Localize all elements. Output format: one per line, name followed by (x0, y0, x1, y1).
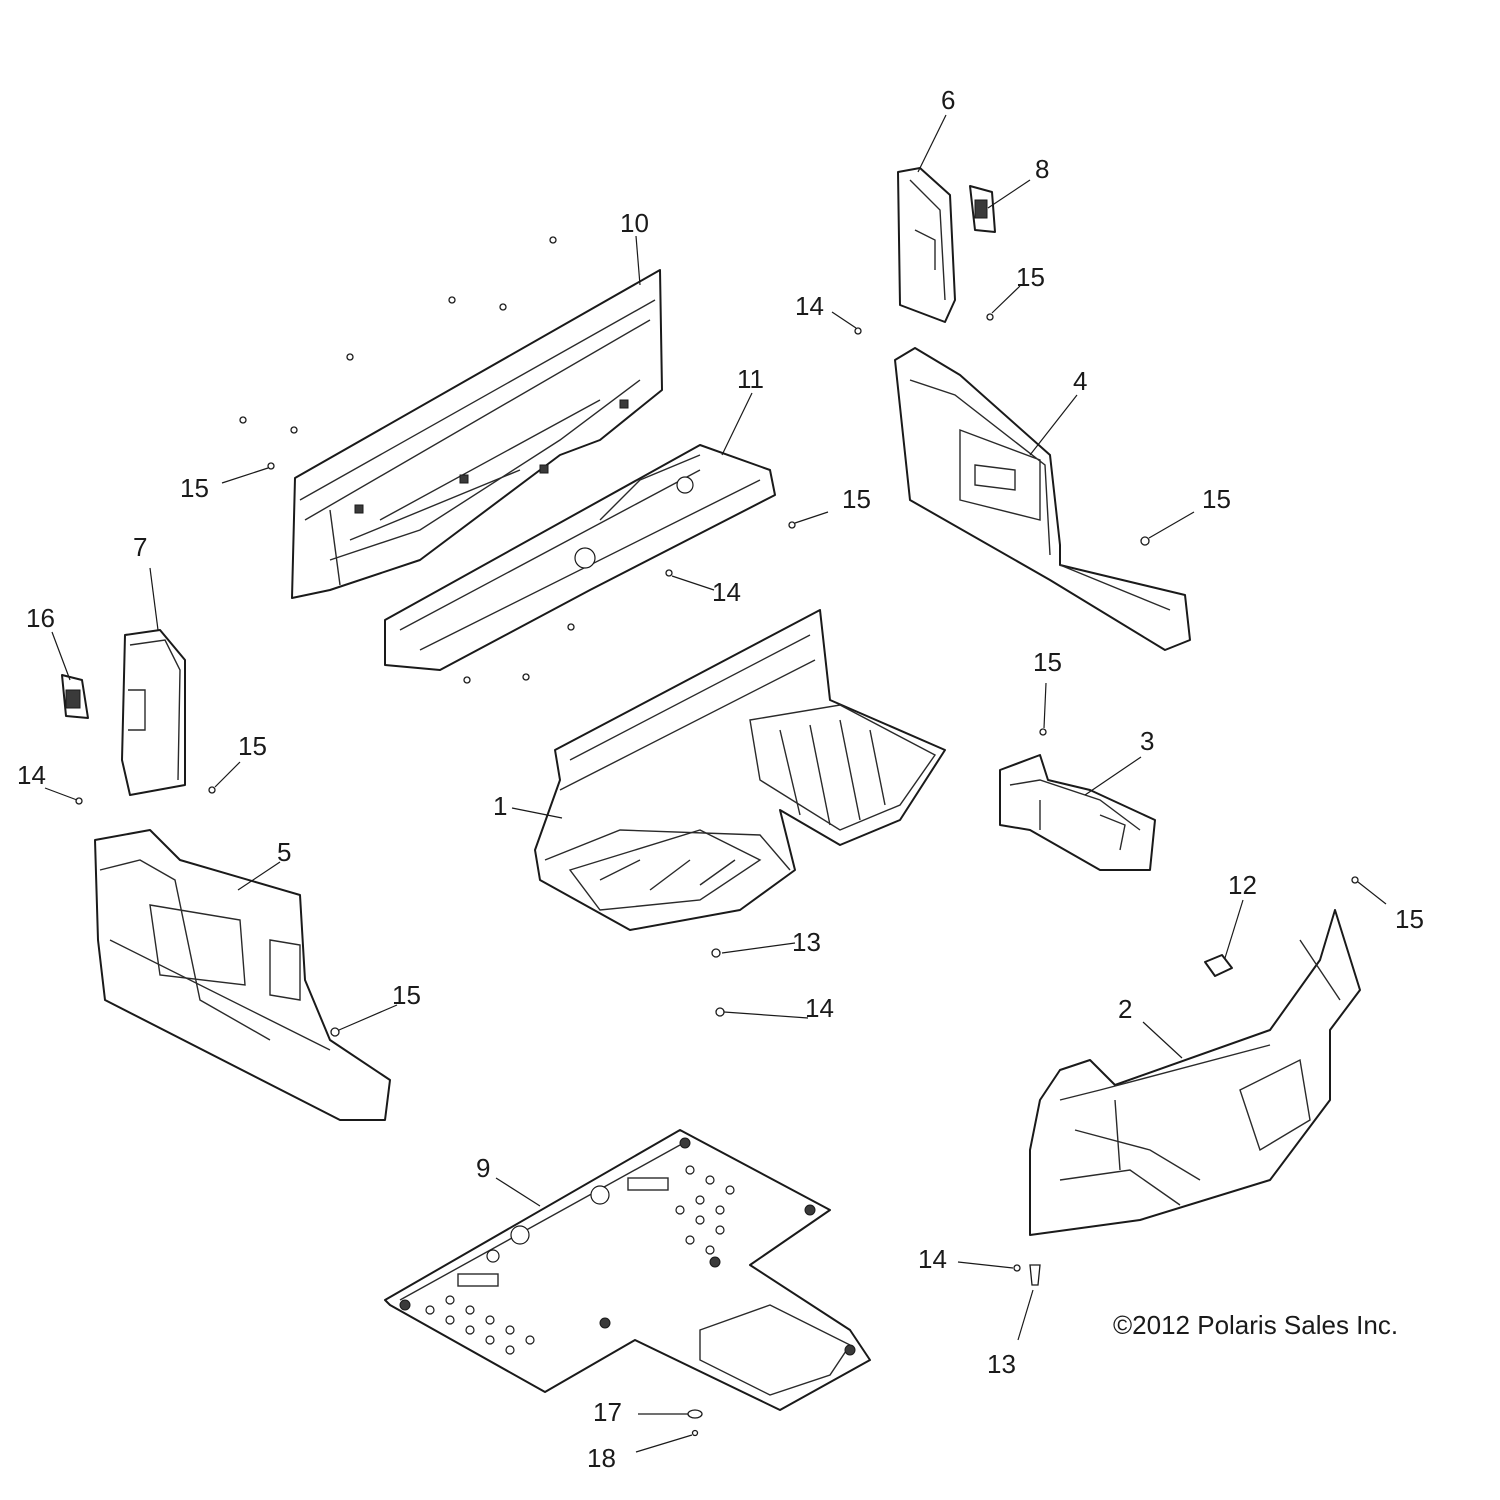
callout-12: 12 (1228, 870, 1257, 900)
callout-15: 15 (180, 473, 209, 503)
callout-7: 7 (133, 532, 147, 562)
part-5-left-side-panel (94, 829, 391, 1121)
callout-13: 13 (987, 1349, 1016, 1379)
part-16-bracket (61, 674, 89, 719)
callout-18: 18 (587, 1443, 616, 1473)
callout-15: 15 (1033, 647, 1062, 677)
callout-8: 8 (1035, 154, 1049, 184)
callout-16: 16 (26, 603, 55, 633)
part-1-seat-base (534, 609, 946, 931)
part-7-pillar-trim (121, 629, 186, 796)
part-4-right-side-panel (894, 347, 1191, 651)
callout-10: 10 (620, 208, 649, 238)
callout-15: 15 (238, 731, 267, 761)
fasteners (75, 236, 1359, 1437)
callout-15: 15 (1395, 904, 1424, 934)
part-11-cross-member (384, 444, 776, 671)
part-10-rear-panel (291, 269, 663, 599)
part-9-floor-plate (384, 1129, 871, 1411)
leader-lines (44, 114, 1387, 1453)
part-8-bracket (969, 185, 996, 233)
part-3-floor-support (999, 754, 1156, 871)
callout-14: 14 (918, 1244, 947, 1274)
callout-14: 14 (805, 993, 834, 1023)
callout-labels: 6 8 10 15 14 11 4 15 15 15 14 7 16 15 15… (17, 85, 1424, 1473)
part-12-clip (1204, 954, 1233, 977)
callout-15: 15 (842, 484, 871, 514)
callout-14: 14 (795, 291, 824, 321)
callout-15: 15 (392, 980, 421, 1010)
callout-2: 2 (1118, 994, 1132, 1024)
callout-14: 14 (17, 760, 46, 790)
callout-3: 3 (1140, 726, 1154, 756)
callout-14: 14 (712, 577, 741, 607)
part-2-firewall (1029, 909, 1361, 1236)
callout-15: 15 (1016, 262, 1045, 292)
callout-1: 1 (493, 791, 507, 821)
callout-9: 9 (476, 1153, 490, 1183)
callout-13: 13 (792, 927, 821, 957)
callout-11: 11 (737, 364, 764, 394)
callout-5: 5 (277, 837, 291, 867)
callout-4: 4 (1073, 366, 1087, 396)
callout-17: 17 (593, 1397, 622, 1427)
callout-15: 15 (1202, 484, 1231, 514)
callout-6: 6 (941, 85, 955, 115)
copyright-notice: ©2012 Polaris Sales Inc. (1113, 1310, 1398, 1340)
part-6-pillar-trim (897, 167, 956, 323)
